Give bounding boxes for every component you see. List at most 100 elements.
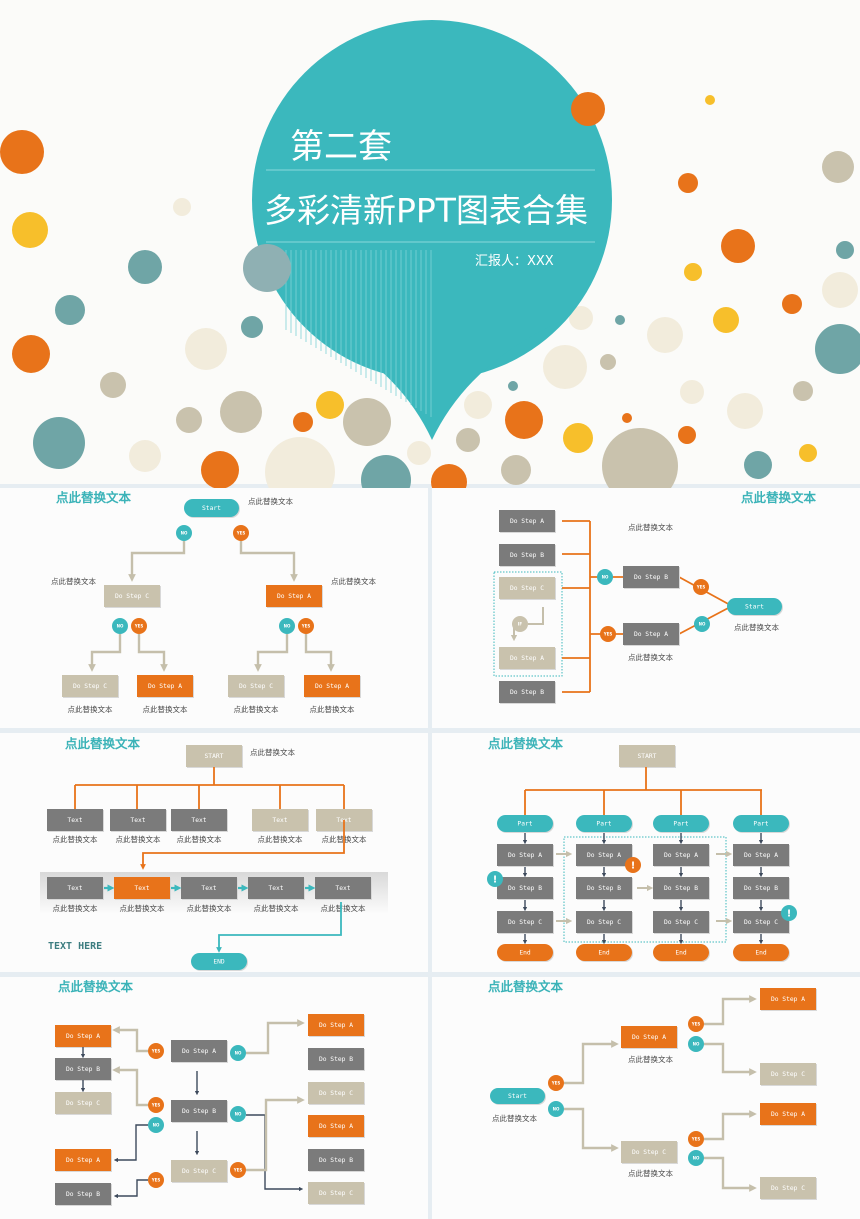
step-box[interactable]: Start bbox=[727, 598, 783, 616]
step-box[interactable]: End bbox=[733, 944, 790, 962]
step-box[interactable]: Do Step B bbox=[171, 1100, 228, 1123]
badge-label: YES bbox=[691, 1022, 701, 1027]
step-box[interactable]: Do Step C bbox=[499, 577, 556, 600]
box-shape bbox=[733, 844, 789, 866]
step-box[interactable]: Do Step C bbox=[104, 585, 161, 608]
step-box[interactable]: Do Step A bbox=[760, 988, 817, 1011]
step-box[interactable]: Text bbox=[47, 877, 104, 900]
step-box[interactable]: Do Step A bbox=[497, 844, 554, 867]
step-box[interactable]: End bbox=[653, 944, 710, 962]
step-box[interactable]: Do Step B bbox=[308, 1048, 365, 1071]
step-box[interactable]: Do Step C bbox=[497, 911, 554, 934]
step-box[interactable]: Do Step A bbox=[733, 844, 790, 867]
step-box[interactable]: Do Step A bbox=[623, 623, 680, 646]
decorative-dot bbox=[744, 451, 772, 479]
step-box[interactable]: Part bbox=[576, 815, 633, 833]
box-label: Do Step C bbox=[771, 1185, 805, 1192]
step-box[interactable]: Do Step C bbox=[228, 675, 285, 698]
badge-label: NO bbox=[693, 1156, 700, 1161]
step-box[interactable]: Do Step B bbox=[308, 1149, 365, 1172]
caption: 点此替换文本 bbox=[51, 576, 96, 586]
step-box[interactable]: Text bbox=[248, 877, 305, 900]
step-box[interactable]: Do Step C bbox=[760, 1177, 817, 1200]
caption: 点此替换文本 bbox=[250, 747, 295, 757]
step-box[interactable]: Text bbox=[181, 877, 238, 900]
step-box[interactable]: Text bbox=[315, 877, 372, 900]
step-box[interactable]: Text bbox=[171, 809, 228, 832]
step-box[interactable]: START bbox=[186, 745, 243, 768]
step-box[interactable]: Do Step C bbox=[55, 1092, 112, 1115]
step-box[interactable]: END bbox=[191, 953, 248, 971]
step-box[interactable]: Do Step A bbox=[760, 1103, 817, 1126]
step-box[interactable]: Do Step C bbox=[308, 1182, 365, 1205]
step-box[interactable]: Part bbox=[653, 815, 710, 833]
step-box[interactable]: Text bbox=[47, 809, 104, 832]
box-label: Do Step C bbox=[73, 683, 107, 690]
step-box[interactable]: Part bbox=[497, 815, 554, 833]
step-box[interactable]: Do Step A bbox=[171, 1040, 228, 1063]
box-label: Do Step B bbox=[634, 574, 668, 581]
step-box[interactable]: Do Step A bbox=[499, 510, 556, 533]
box-label: Start bbox=[508, 1093, 527, 1100]
step-box[interactable]: Do Step A bbox=[621, 1026, 678, 1049]
badge-label: NO bbox=[693, 1042, 700, 1047]
step-box[interactable]: Do Step C bbox=[171, 1160, 228, 1183]
step-box[interactable]: Do Step C bbox=[653, 911, 710, 934]
step-box[interactable]: Do Step B bbox=[499, 681, 556, 704]
decision-badge: YES bbox=[688, 1016, 704, 1032]
step-box[interactable]: Do Step B bbox=[733, 877, 790, 900]
box-label: Do Step B bbox=[587, 885, 621, 892]
box-label: Do Step A bbox=[634, 631, 668, 638]
step-box[interactable]: Do Step C bbox=[308, 1082, 365, 1105]
step-box[interactable]: Do Step A bbox=[653, 844, 710, 867]
step-box[interactable]: Do Step B bbox=[576, 877, 633, 900]
step-box[interactable]: Text bbox=[114, 877, 171, 900]
step-box[interactable]: Do Step A bbox=[55, 1025, 112, 1048]
box-shape bbox=[171, 1100, 227, 1122]
caption: 点此替换文本 bbox=[53, 834, 98, 844]
decorative-dot bbox=[822, 272, 858, 308]
step-box[interactable]: End bbox=[497, 944, 554, 962]
step-box[interactable]: Do Step B bbox=[499, 544, 556, 567]
connector-arrow bbox=[88, 634, 122, 672]
step-box[interactable]: Text bbox=[110, 809, 167, 832]
step-box[interactable]: Do Step B bbox=[497, 877, 554, 900]
step-box[interactable]: Do Step C bbox=[621, 1141, 678, 1164]
cover-slide[interactable]: 第二套 多彩清新PPT图表合集 汇报人：XXX bbox=[0, 0, 860, 507]
decision-badge: YES bbox=[693, 579, 709, 595]
step-box[interactable]: Do Step A bbox=[55, 1149, 112, 1172]
step-box[interactable]: Do Step B bbox=[55, 1058, 112, 1081]
step-box[interactable]: Start bbox=[184, 499, 240, 518]
step-box[interactable]: Start bbox=[490, 1088, 546, 1105]
step-box[interactable]: START bbox=[619, 745, 676, 768]
step-box[interactable]: Part bbox=[733, 815, 790, 833]
step-box[interactable]: Do Step A bbox=[304, 675, 361, 698]
step-box[interactable]: Do Step A bbox=[499, 647, 556, 670]
step-box[interactable]: Do Step C bbox=[576, 911, 633, 934]
step-box[interactable]: Do Step B bbox=[653, 877, 710, 900]
step-box[interactable]: Do Step A bbox=[137, 675, 194, 698]
box-shape bbox=[137, 675, 193, 697]
step-box[interactable]: Do Step B bbox=[623, 566, 680, 589]
step-box[interactable]: Do Step A bbox=[308, 1115, 365, 1138]
step-box[interactable]: Do Step B bbox=[55, 1183, 112, 1206]
step-box[interactable]: Do Step C bbox=[62, 675, 119, 698]
box-shape bbox=[499, 544, 555, 566]
teal-droplet bbox=[252, 20, 612, 440]
step-box[interactable]: Do Step A bbox=[266, 585, 323, 608]
step-box[interactable]: Do Step A bbox=[308, 1014, 365, 1037]
decorative-dot bbox=[680, 380, 704, 404]
step-box[interactable]: Do Step A bbox=[576, 844, 633, 867]
box-shape bbox=[308, 1082, 364, 1104]
decorative-dot bbox=[721, 229, 755, 263]
step-box[interactable]: End bbox=[576, 944, 633, 962]
step-box[interactable]: Text bbox=[252, 809, 309, 832]
step-box[interactable]: Do Step C bbox=[760, 1063, 817, 1086]
step-box[interactable]: Do Step C bbox=[733, 911, 790, 934]
